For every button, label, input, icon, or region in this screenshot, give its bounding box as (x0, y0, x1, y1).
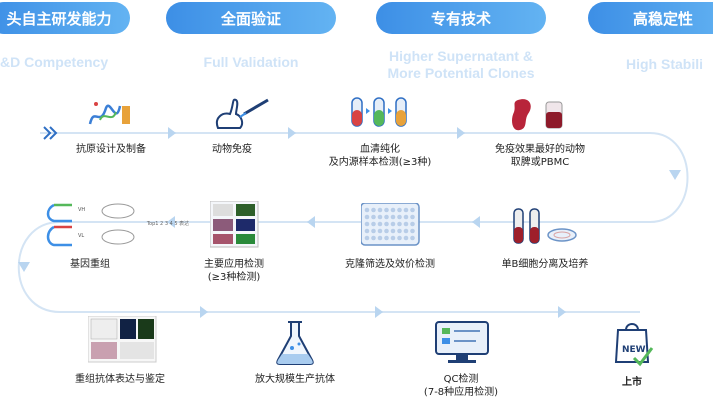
header-pill-1: 头自主研发能力 (0, 2, 130, 34)
header-subtitle-2: Full Validation (203, 54, 299, 70)
plate-well (371, 235, 376, 241)
step-label-application-line2: (≥3种检测) (207, 272, 261, 283)
test-tubes-icon (351, 97, 407, 127)
header-subtitle-1: &D Competency (0, 54, 109, 70)
step-label-spleen-line1: 免疫效果最好的动物 (495, 144, 585, 155)
step-label-qc-line2: (7-8种应用检测) (423, 387, 499, 398)
step-label-qc-line1: QC检测 (443, 374, 479, 385)
header-title-3: 专有技术 (430, 9, 491, 28)
top-expression-note: Top1 2 3 4 5 表达 (146, 221, 190, 227)
plate-well (410, 221, 415, 227)
expression-identification-icon (88, 316, 157, 363)
plate-well (410, 214, 415, 220)
step-label-serum-line1: 血清纯化 (360, 144, 400, 155)
antigen-design-icon (88, 102, 130, 125)
plate-well (390, 235, 396, 241)
step-label-clone-screening: 克隆筛选及效价检测 (345, 259, 435, 270)
plate-well (403, 228, 409, 234)
flow-arrowheads (18, 127, 681, 318)
plate-well (384, 235, 389, 241)
plate-well (371, 214, 376, 220)
step-label-scale-up: 放大规模生产抗体 (255, 374, 335, 385)
header-title-2: 全面验证 (220, 9, 281, 28)
step-label-spleen-line2: 取脾或PBMC (510, 157, 570, 168)
plate-well (384, 228, 389, 234)
header-pill-2: 全面验证 (166, 2, 336, 34)
plate-well (371, 221, 376, 227)
step-label-expression: 重组抗体表达与鉴定 (75, 374, 165, 385)
plate-well (410, 228, 415, 234)
step-label-application-line1: 主要应用检测 (204, 259, 264, 270)
qc-monitor-icon (435, 321, 489, 363)
plate-well (403, 221, 409, 227)
plate-well (377, 235, 383, 241)
step-label-serum-line2: 及内源样本检测(≥3种) (328, 157, 432, 168)
plate-well (364, 207, 370, 213)
plate-well (377, 214, 383, 220)
step-label-b-cell: 单B细胞分离及培养 (501, 259, 589, 270)
plate-well (371, 207, 376, 213)
plate-well (410, 235, 415, 241)
plate-well (390, 228, 396, 234)
plate-well (397, 228, 402, 234)
header-title-4: 高稳定性 (632, 9, 693, 28)
plate-well (410, 207, 415, 213)
plate-well (371, 228, 376, 234)
plate-well (403, 214, 409, 220)
svg-text:VH: VH (78, 207, 85, 213)
gene-recombination-icon: VH VL (46, 203, 135, 247)
plate-well (390, 207, 396, 213)
step-label-antigen: 抗原设计及制备 (76, 144, 146, 155)
plate-well (377, 228, 383, 234)
well-plate-icon (361, 203, 420, 246)
plate-well (364, 214, 370, 220)
plate-well (397, 207, 402, 213)
plate-well (364, 228, 370, 234)
flask-icon (276, 321, 314, 365)
plate-well (364, 235, 370, 241)
start-chevrons-icon (43, 126, 58, 140)
new-badge-text: NEW (622, 345, 646, 355)
plate-well (390, 214, 396, 220)
application-test-icon (210, 201, 259, 248)
plate-well (364, 221, 370, 227)
header-pill-4: 高稳定性 (588, 2, 713, 34)
plate-well (377, 221, 383, 227)
new-release-icon: NEW (614, 323, 654, 367)
step-label-immunization: 动物免疫 (212, 144, 252, 155)
plate-well (384, 214, 389, 220)
svg-text:VL: VL (78, 233, 84, 239)
header-subtitle-3-line1: Higher Supernatant & (389, 48, 533, 64)
header-pill-3: 专有技术 (376, 2, 546, 34)
plate-well (390, 221, 396, 227)
plate-well (403, 235, 409, 241)
plate-well (377, 207, 383, 213)
plate-well (397, 221, 402, 227)
spleen-blood-icon (512, 99, 563, 131)
plate-well (403, 207, 409, 213)
b-cell-tubes-icon (513, 208, 577, 244)
plate-well (384, 207, 389, 213)
plate-well (397, 214, 402, 220)
header-subtitle-4: High Stabili (626, 56, 703, 72)
step-label-gene-recombination: 基因重组 (70, 259, 110, 270)
plate-well (397, 235, 402, 241)
plate-well (384, 221, 389, 227)
header-title-1: 头自主研发能力 (6, 9, 112, 28)
rabbit-syringe-icon (216, 98, 269, 129)
step-label-market: 上市 (622, 377, 642, 388)
header-subtitle-3-line2: More Potential Clones (387, 65, 535, 81)
